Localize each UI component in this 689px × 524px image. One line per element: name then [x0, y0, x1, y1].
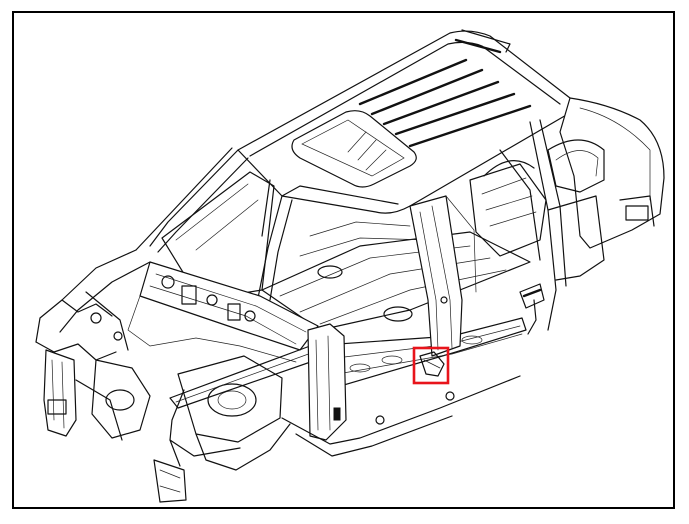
lower-body-side	[281, 375, 521, 457]
front-rail-right	[153, 439, 187, 503]
strut-tower-left	[91, 359, 151, 439]
strut-tower-right	[169, 355, 291, 471]
cabin-floor	[261, 221, 531, 331]
highlight-box	[412, 346, 450, 385]
front-rail-left	[43, 349, 123, 441]
rear-quarter-panel	[559, 97, 665, 249]
b-pillar	[409, 195, 477, 357]
sunroof-opening	[291, 110, 417, 188]
diagram-frame	[12, 11, 675, 509]
rear-wheelhouse	[547, 139, 605, 281]
cargo-floor	[469, 160, 547, 257]
hinge-pillar	[307, 323, 347, 441]
roof-ribs	[358, 58, 532, 148]
rear-latch-bracket	[519, 283, 545, 335]
a-pillar-right	[257, 179, 293, 301]
a-pillar-left	[135, 147, 249, 253]
roof-panel	[237, 29, 577, 214]
engine-bay-left	[35, 249, 151, 361]
